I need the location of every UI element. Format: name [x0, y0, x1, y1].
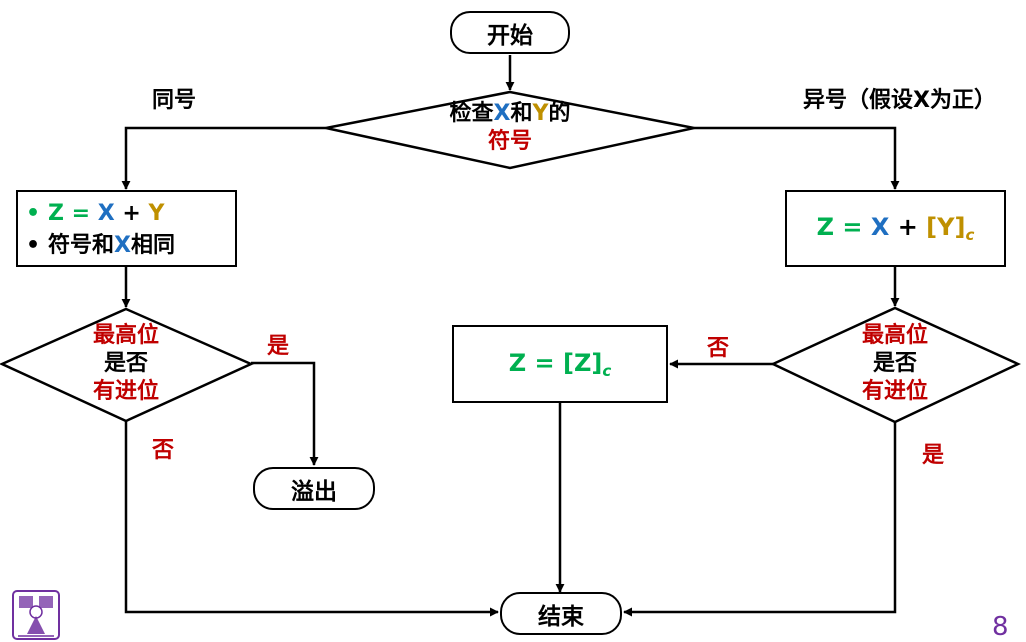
left-carry-line1: 最高位 [92, 323, 159, 348]
start-label: 开始 [487, 22, 533, 49]
check-text-x: X [493, 101, 511, 126]
bullet2-b: 相同 [130, 233, 175, 258]
left-carry-line3: 有进位 [92, 379, 159, 404]
right-carry-line1: 最高位 [861, 323, 928, 348]
check-text-a: 检查 [449, 101, 494, 126]
start-node: 开始 [450, 11, 570, 54]
left-no-label: 否 [152, 438, 175, 463]
complement-formula: Z = [Z]c [509, 349, 611, 380]
same-sign-label: 同号 [152, 88, 197, 113]
mid-eq: = [534, 348, 555, 377]
bullet1-z: Z [48, 201, 64, 226]
diff-z: Z [816, 213, 834, 241]
overflow-label: 溢出 [291, 478, 337, 505]
check-sign-line2: 符号 [487, 129, 532, 154]
check-sign-text: 检查X和Y的 符号 [410, 100, 610, 156]
arrow-right-yes-to-end [623, 422, 897, 617]
check-sign-diamond [325, 90, 695, 170]
same-sign-bullet-1: •Z = X + Y [26, 201, 165, 226]
diff-sign-label: 异号（假设X为正） [803, 88, 996, 113]
right-carry-line2: 是否 [872, 351, 917, 376]
diff-y-complement: [Y] [926, 213, 966, 241]
diff-plus: + [897, 213, 918, 241]
bullet1-y: Y [148, 201, 165, 226]
check-text-y: Y [532, 101, 549, 126]
diff-sign-box: Z = X + [Y]c [785, 190, 1006, 267]
arrow-left-no-to-end [124, 421, 499, 617]
diff-eq: = [842, 213, 863, 241]
right-carry-line3: 有进位 [861, 379, 928, 404]
bullet2-a: 符号和 [48, 233, 115, 258]
bullet1-x: X [97, 201, 115, 226]
left-yes-label: 是 [267, 334, 290, 359]
left-carry-text: 最高位 是否 有进位 [66, 322, 186, 406]
mid-z: Z [508, 348, 527, 377]
complement-box: Z = [Z]c [452, 325, 668, 403]
same-sign-box: •Z = X + Y •符号和X相同 [16, 190, 237, 267]
page-number: 8 [992, 612, 1009, 642]
overflow-node: 溢出 [253, 467, 375, 510]
left-carry-diamond [0, 307, 255, 423]
diff-sign-formula: Z = X + [Y]c [817, 213, 975, 244]
right-no-label: 否 [707, 336, 730, 361]
diff-subscript: c [965, 226, 975, 244]
bullet1-plus: + [122, 201, 141, 226]
mid-z-complement: [Z] [562, 348, 603, 377]
arrow-check-to-right [694, 126, 900, 190]
arrow-check-to-left [121, 126, 326, 190]
university-seal-icon [12, 590, 60, 640]
check-text-c: 的 [548, 101, 571, 126]
check-text-b: 和 [510, 101, 533, 126]
bullet1-eq: = [71, 201, 91, 226]
mid-subscript: c [602, 361, 612, 380]
same-sign-bullet-2: •符号和X相同 [26, 233, 175, 258]
bullet2-x: X [114, 233, 131, 258]
check-sign-line1: 检查X和Y的 [410, 100, 610, 128]
left-carry-line2: 是否 [103, 351, 148, 376]
arrow-left-yes-to-overflow [251, 361, 319, 466]
right-yes-label: 是 [922, 443, 945, 468]
end-node: 结束 [500, 592, 622, 635]
end-label: 结束 [538, 603, 584, 630]
diff-x: X [870, 213, 890, 241]
right-carry-diamond [770, 306, 1021, 424]
right-carry-text: 最高位 是否 有进位 [835, 322, 955, 406]
